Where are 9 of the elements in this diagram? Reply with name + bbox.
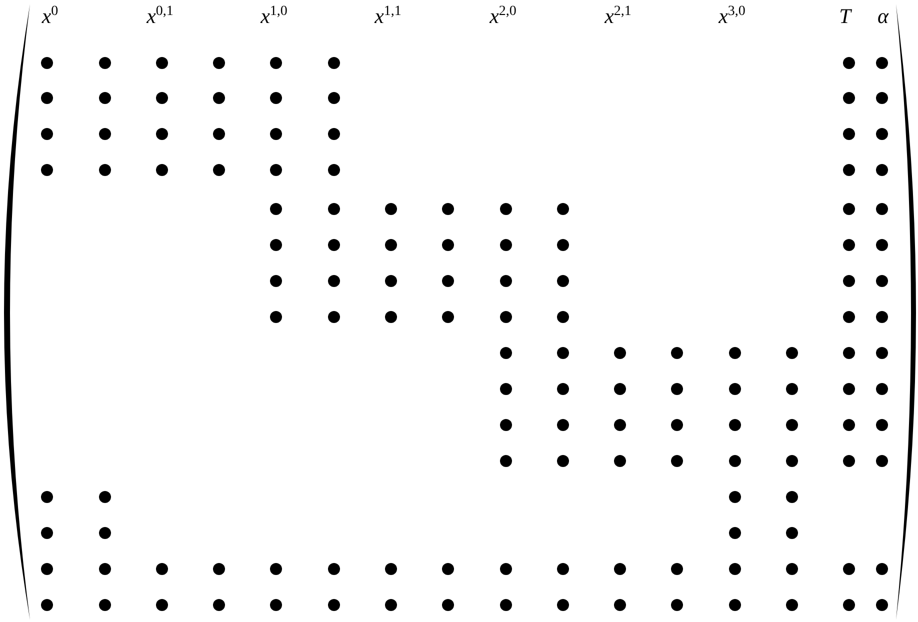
column-header: x$^{0,1}$ bbox=[146, 4, 174, 30]
column-header: α bbox=[877, 4, 889, 30]
column-header: T bbox=[839, 4, 851, 30]
column-header: x$^{0}$ bbox=[42, 4, 58, 30]
column-header: x$^{3,0}$ bbox=[718, 4, 746, 30]
column-header: x$^{2,0}$ bbox=[490, 4, 516, 30]
column-header: x$^{1,1}$ bbox=[374, 4, 402, 30]
column-header: x$^{1,0}$ bbox=[260, 4, 288, 30]
column-header: x$^{2,1}$ bbox=[604, 4, 632, 30]
